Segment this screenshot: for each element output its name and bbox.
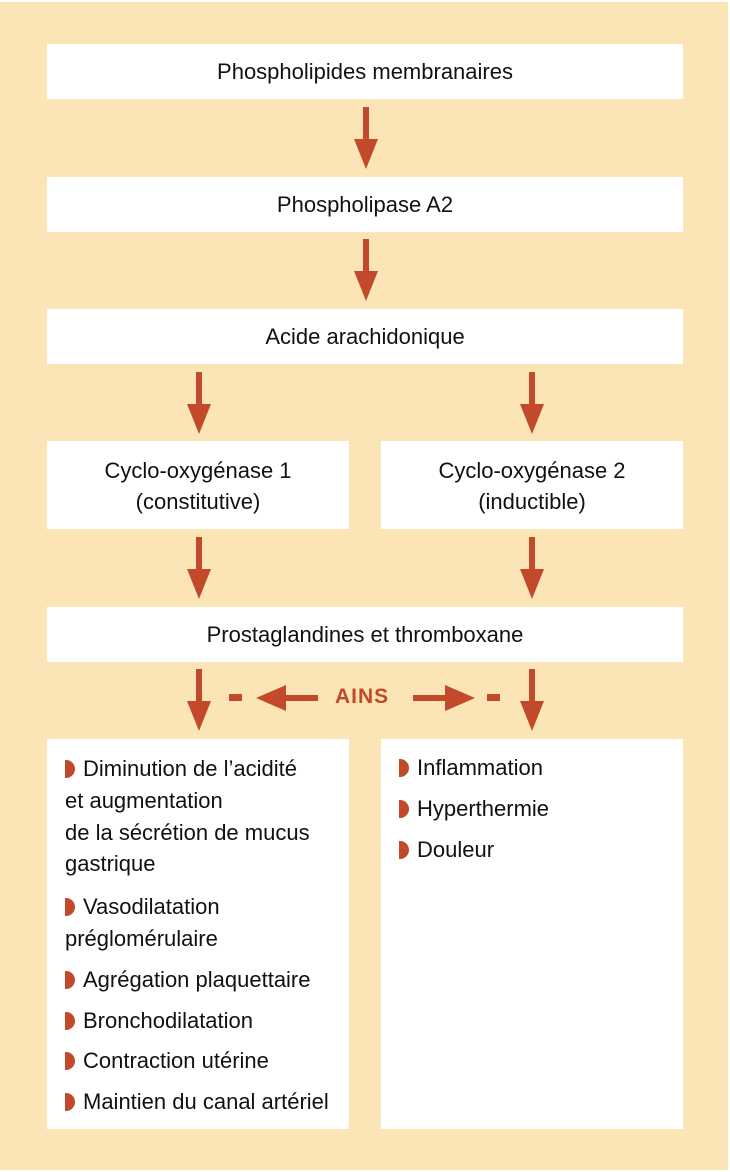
arrow-left-ains	[256, 685, 318, 711]
list-item: Vasodilatation	[65, 891, 220, 923]
bullet-icon	[65, 971, 75, 989]
list-item: Douleur	[399, 834, 494, 866]
bullet-icon	[65, 1052, 75, 1070]
node-phospholipides-label: Phospholipides membranaires	[217, 59, 513, 84]
list-item: Maintien du canal artériel	[65, 1086, 329, 1118]
arrow-down-1	[354, 107, 378, 169]
node-acide-label: Acide arachidonique	[265, 324, 465, 349]
list-item: Inflammation	[399, 752, 543, 784]
node-acide: Acide arachidonique	[47, 309, 683, 364]
node-phospholipides: Phospholipides membranaires	[47, 44, 683, 99]
list-item: Bronchodilatation	[65, 1005, 253, 1037]
list-item: Diminution de l’acidité	[65, 753, 297, 785]
arrow-down-pg-left	[187, 537, 211, 599]
cox1-effects-list: Diminution de l’acidité et augmentation …	[47, 739, 349, 1129]
bullet-icon	[65, 1093, 75, 1111]
bullet-icon	[399, 841, 409, 859]
node-cox2-line1: Cyclo-oxygénase 2	[438, 458, 626, 483]
bullet-icon	[65, 1012, 75, 1030]
bullet-icon	[399, 759, 409, 777]
list-item-cont: préglomérulaire	[65, 926, 218, 951]
list-item: Hyperthermie	[399, 793, 549, 825]
cox2-effects-list: Inflammation Hyperthermie Douleur	[381, 739, 683, 1129]
bullet-icon	[399, 800, 409, 818]
arrow-down-effects-right	[520, 669, 544, 731]
node-phospholipase: Phospholipase A2	[47, 177, 683, 232]
list-item: Contraction utérine	[65, 1045, 269, 1077]
arrow-right-ains	[413, 685, 475, 711]
bullet-icon	[65, 898, 75, 916]
arrow-down-pg-right	[520, 537, 544, 599]
arrow-down-cox1	[187, 372, 211, 434]
arrow-down-cox2	[520, 372, 544, 434]
node-cox1: Cyclo-oxygénase 1 (constitutive)	[47, 441, 349, 529]
node-cox2: Cyclo-oxygénase 2 (inductible)	[381, 441, 683, 529]
arrow-down-2	[354, 239, 378, 301]
bullet-icon	[65, 760, 75, 778]
ains-label: AINS	[335, 685, 390, 708]
node-cox1-line1: Cyclo-oxygénase 1	[104, 458, 292, 483]
list-item-cont: et augmentation	[65, 788, 223, 813]
inhibition-right-sign	[487, 694, 500, 701]
list-item-cont: gastrique	[65, 851, 156, 876]
node-prostaglandines-label: Prostaglandines et thromboxane	[206, 622, 524, 647]
node-phospholipase-label: Phospholipase A2	[276, 192, 454, 217]
node-cox2-line2: (inductible)	[478, 489, 586, 514]
list-item-cont: de la sécrétion de mucus	[65, 820, 310, 845]
arrow-down-effects-left	[187, 669, 211, 731]
inhibition-left-sign	[229, 694, 242, 701]
node-cox1-line2: (constitutive)	[135, 489, 261, 514]
node-prostaglandines: Prostaglandines et thromboxane	[47, 607, 683, 662]
list-item: Agrégation plaquettaire	[65, 964, 311, 996]
